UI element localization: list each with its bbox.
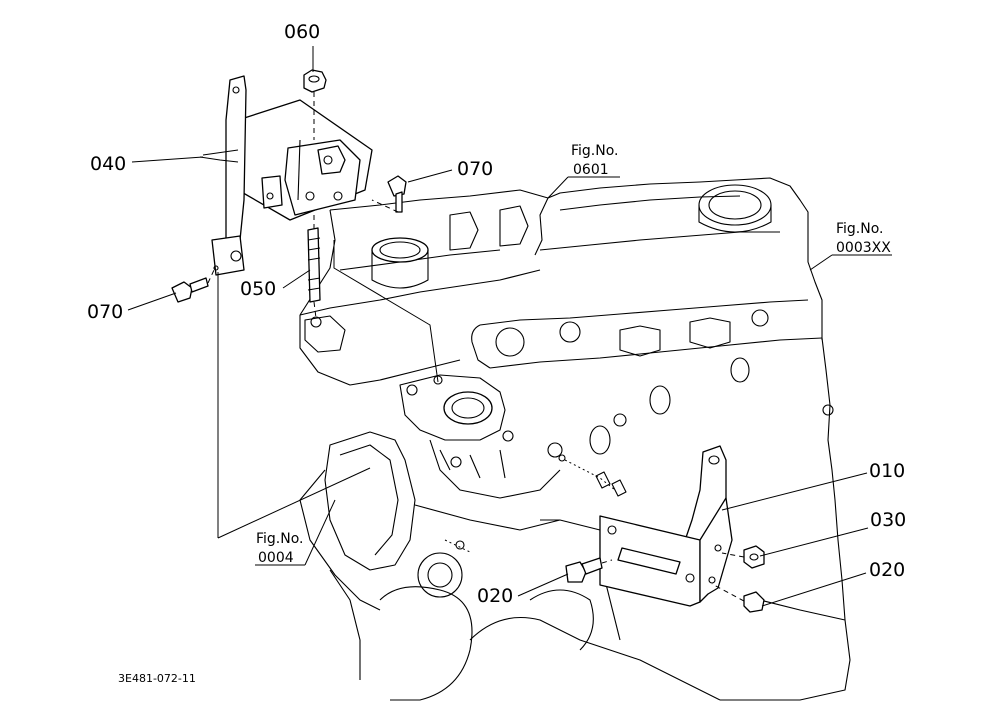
callout-030: 030: [870, 509, 906, 531]
callout-050: 050: [240, 278, 276, 300]
fig-ref-0004-number: 0004: [258, 550, 294, 566]
fig-ref-0004-label: Fig.No.: [256, 531, 304, 547]
callout-020-right: 020: [869, 559, 905, 581]
upper-bracket-assembly: [171, 69, 439, 539]
fig-ref-0003xx-number: 0003XX: [836, 240, 891, 256]
callout-010: 010: [869, 460, 905, 482]
fig-ref-0003xx-label: Fig.No.: [836, 221, 884, 237]
fig-ref-0601-label: Fig.No.: [571, 143, 619, 159]
fig-ref-0601-number: 0601: [573, 162, 609, 178]
callout-060: 060: [284, 21, 320, 43]
callout-020-left: 020: [477, 585, 513, 607]
callout-070-right: 070: [457, 158, 493, 180]
fig-ref-0601: Fig.No. 0601: [571, 143, 619, 178]
leader-lines: [127, 46, 892, 607]
engine-block-outline: [299, 177, 851, 701]
fig-ref-0003xx: Fig.No. 0003XX: [836, 221, 891, 256]
callout-040: 040: [90, 153, 126, 175]
callout-070-left: 070: [87, 301, 123, 323]
drawing-code: 3E481-072-11: [118, 672, 196, 685]
fig-ref-0004: Fig.No. 0004: [256, 531, 304, 566]
lower-bracket-assembly: [565, 445, 765, 613]
